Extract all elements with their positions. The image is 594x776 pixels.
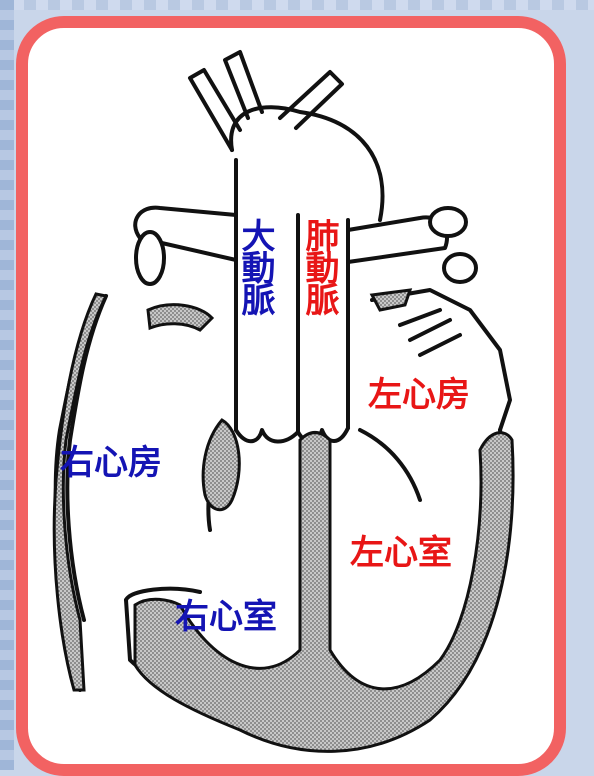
pulmonary-artery-left-end — [134, 230, 166, 286]
label-left-ventricle: 左心室 — [350, 533, 452, 573]
vena-cava-wall — [52, 292, 109, 692]
diagram-frame — [16, 16, 566, 776]
aortic-branch-right — [278, 70, 344, 130]
right-atrium-muscle — [201, 418, 241, 511]
background-pattern-top — [0, 0, 594, 10]
label-right-atrium: 右心房 — [60, 443, 162, 483]
label-pulmonary-artery: 肺動脈 — [299, 218, 339, 314]
superior-muscle-left — [146, 303, 215, 332]
mitral-valve — [358, 428, 422, 502]
aortic-valve — [234, 428, 300, 444]
left-atrium-wall — [370, 288, 512, 432]
left-atrium-muscle — [369, 288, 413, 312]
background-pattern-left — [0, 0, 14, 770]
interventricular-septum — [133, 431, 515, 753]
aortic-arch — [229, 105, 385, 222]
pulmonary-artery-right-end — [428, 206, 468, 238]
aortic-branch-mid — [223, 50, 264, 120]
right-ventricle-top — [124, 586, 202, 602]
label-aorta: 大動脈 — [235, 218, 275, 314]
label-left-atrium: 左心房 — [368, 375, 470, 415]
aortic-branch-left — [188, 68, 242, 152]
label-right-ventricle: 右心室 — [175, 597, 277, 637]
pulmonary-artery-right-end2 — [442, 252, 478, 284]
pulmonary-veins — [398, 308, 462, 357]
